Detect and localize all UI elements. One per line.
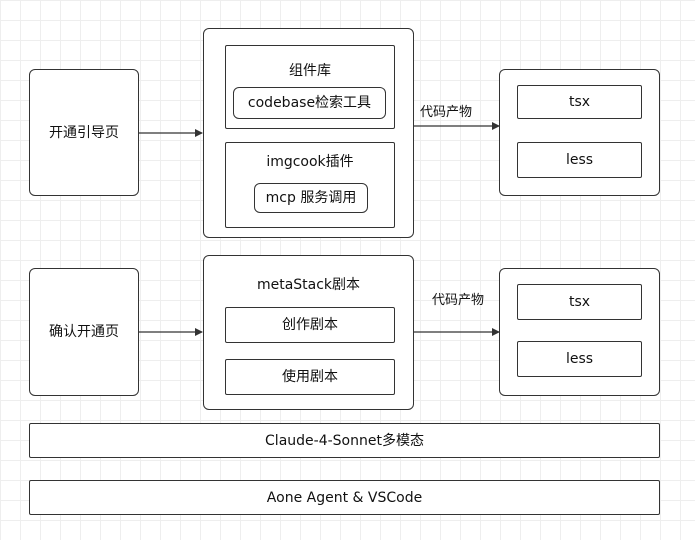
output-tsx-row1: tsx <box>517 85 642 119</box>
entry-box-row2: 确认开通页 <box>29 268 139 396</box>
mcp-service-box: mcp 服务调用 <box>254 183 368 213</box>
components-title: 组件库 <box>289 63 331 79</box>
metastack-title: metaStack剧本 <box>256 277 361 293</box>
output-less-label-row1: less <box>565 152 594 168</box>
entry-label-row2: 确认开通页 <box>49 324 119 340</box>
components-group: 组件库 codebase检索工具 <box>225 45 395 129</box>
output-tsx-label-row1: tsx <box>568 94 591 110</box>
use-script-label: 使用剧本 <box>282 369 338 385</box>
output-label-row2: 代码产物 <box>432 293 485 308</box>
output-less-label-row2: less <box>565 351 594 367</box>
group-box-row1: 组件库 codebase检索工具 imgcook插件 mcp 服务调用 <box>203 28 414 238</box>
output-box-row2: tsx less <box>499 268 660 396</box>
output-less-row2: less <box>517 341 642 377</box>
output-less-row1: less <box>517 142 642 178</box>
output-tsx-label-row2: tsx <box>568 294 591 310</box>
codebase-tool-box: codebase检索工具 <box>233 87 386 119</box>
codebase-tool-label: codebase检索工具 <box>247 95 372 111</box>
create-script-label: 创作剧本 <box>282 317 338 333</box>
output-tsx-row2: tsx <box>517 284 642 320</box>
output-box-row1: tsx less <box>499 69 660 196</box>
platform-layer-bar: Aone Agent & VSCode <box>29 480 660 515</box>
plugin-group: imgcook插件 mcp 服务调用 <box>225 142 395 228</box>
entry-box-row1: 开通引导页 <box>29 69 139 196</box>
plugin-title: imgcook插件 <box>266 154 354 170</box>
model-layer-bar: Claude-4-Sonnet多模态 <box>29 423 660 458</box>
mcp-service-label: mcp 服务调用 <box>265 190 357 206</box>
group-box-row2: metaStack剧本 创作剧本 使用剧本 <box>203 255 414 410</box>
create-script-box: 创作剧本 <box>225 307 395 343</box>
platform-layer-label: Aone Agent & VSCode <box>266 489 423 506</box>
entry-label-row1: 开通引导页 <box>49 124 119 141</box>
use-script-box: 使用剧本 <box>225 359 395 395</box>
model-layer-label: Claude-4-Sonnet多模态 <box>265 432 424 449</box>
output-label-row1: 代码产物 <box>420 105 473 120</box>
